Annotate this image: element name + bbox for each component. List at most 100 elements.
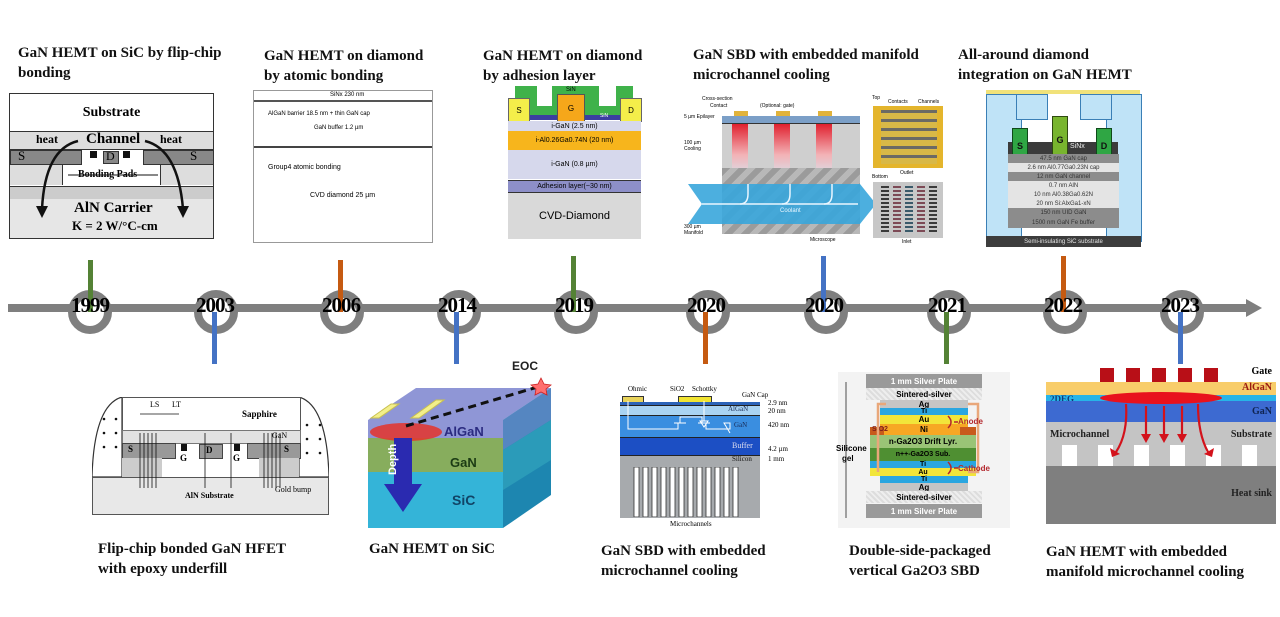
sin-line bbox=[254, 100, 432, 102]
inlet-label: Inlet bbox=[902, 239, 912, 245]
panel-title: microchannel cooling bbox=[693, 67, 830, 83]
year-label: 2023 bbox=[1161, 293, 1200, 317]
top-label: Top bbox=[872, 95, 881, 101]
contact-label: Contact bbox=[710, 103, 728, 109]
layer-label: GaN bbox=[734, 421, 748, 429]
gate-label: Gate bbox=[1251, 366, 1272, 377]
microchannel-slot bbox=[1062, 445, 1077, 466]
top-view bbox=[873, 106, 943, 168]
timeline-node-2020b bbox=[804, 290, 848, 334]
substrate-label: Substrate bbox=[82, 104, 141, 120]
epi-layer: 0.7 nm AlN bbox=[1008, 181, 1119, 190]
source-contact: S bbox=[508, 98, 530, 122]
gate-finger bbox=[1152, 368, 1166, 382]
source-pad-left bbox=[10, 150, 82, 165]
microchannel-slot bbox=[1170, 445, 1185, 466]
drain-label: D bbox=[106, 149, 115, 163]
top-channels bbox=[881, 110, 937, 164]
panel-title: bonding bbox=[18, 65, 71, 81]
panel-title: GaN HEMT with embedded bbox=[1046, 544, 1227, 560]
buffer-label: GaN buffer 1.2 µm bbox=[314, 125, 364, 131]
schottky-label: Schottky bbox=[692, 385, 717, 393]
layer-label: i-Al0.26Ga0.74N (20 nm) bbox=[535, 137, 614, 144]
layer-label: CVD-Diamond bbox=[539, 210, 610, 222]
gate-finger bbox=[1126, 368, 1140, 382]
layer-label: 0.7 nm AlN bbox=[1048, 182, 1079, 189]
stem-2006 bbox=[338, 260, 343, 312]
manifold-label: 300 µm Manifold bbox=[684, 224, 703, 236]
panel-title: GaN SBD with embedded bbox=[601, 543, 766, 559]
microchannel-slot bbox=[1098, 445, 1113, 466]
bump-right bbox=[160, 165, 213, 185]
timeline-node-2019 bbox=[554, 290, 598, 334]
year-label: 2014 bbox=[438, 293, 477, 317]
algan-label: AlGaN bbox=[1242, 382, 1272, 393]
layer-label: 10 nm Al0.38Ga0.62N bbox=[1033, 191, 1094, 198]
panel-title: by adhesion layer bbox=[483, 68, 596, 84]
top-silver-plate: 1 mm Silver Plate bbox=[866, 374, 982, 388]
hfet-diagram: Sapphire LS LT GaN S G D G S AlN Substra… bbox=[92, 397, 329, 515]
plate-label: 1 mm Silver Plate bbox=[890, 376, 958, 386]
contact-pad bbox=[734, 111, 748, 116]
gold-bump-label: Gold bump bbox=[275, 485, 312, 494]
panel-title: GaN HEMT on SiC by flip-chip bbox=[18, 45, 222, 61]
plate-label: 1 mm Silver Plate bbox=[890, 506, 958, 516]
ag-layer: Ag bbox=[880, 483, 968, 492]
thickness-label: 2.9 nm bbox=[768, 399, 788, 407]
substrate-layer: n++-Ga2O3 Sub. bbox=[870, 448, 976, 461]
hotspot bbox=[1100, 392, 1222, 404]
sin-label: SiNx 230 nm bbox=[330, 92, 365, 98]
drift-layer: n-Ga2O3 Drift Lyr. bbox=[870, 435, 976, 448]
contacts-label: Contacts bbox=[888, 99, 908, 105]
layer-label: i-GaN (0.8 µm) bbox=[551, 161, 598, 168]
ti-layer: Ti bbox=[880, 476, 968, 483]
embedded-manifold-diagram: Gate AlGaN 2DEG GaN Microchannel Substra… bbox=[1046, 364, 1276, 524]
stem-2021 bbox=[944, 312, 949, 364]
sin-top-label: SiN bbox=[566, 87, 576, 93]
ag-layer: Ag bbox=[880, 400, 968, 409]
igan-cap-layer: i-GaN (2.5 nm) bbox=[508, 121, 641, 131]
layer-label: Au bbox=[918, 468, 928, 476]
drain-pad bbox=[103, 151, 119, 164]
substrate-layer: Substrate bbox=[10, 94, 213, 132]
epi-layer: 150 nm UID GaN bbox=[1008, 208, 1119, 218]
layer-label: 2.6 nm Al0.77Ga0.23N cap bbox=[1027, 164, 1100, 171]
source-label-right: S bbox=[190, 148, 198, 163]
gan-layer bbox=[620, 415, 760, 438]
coolant-arrow bbox=[688, 184, 876, 224]
timeline-arrowhead bbox=[1246, 299, 1262, 317]
au-layer: Au bbox=[870, 468, 976, 476]
sio2-right bbox=[960, 427, 976, 435]
gate-label: G bbox=[233, 453, 241, 463]
ti-layer: Ti bbox=[880, 408, 968, 415]
cooling-channel bbox=[816, 124, 832, 180]
carrier-label: AlN Carrier bbox=[74, 200, 153, 216]
gan-label: GaN bbox=[272, 431, 288, 440]
gate-label: G bbox=[180, 453, 188, 463]
year-label: 2020 bbox=[805, 293, 844, 317]
bottom-channel bbox=[917, 186, 925, 234]
panel-title: manifold microchannel cooling bbox=[1046, 564, 1245, 580]
layer-label: Ni bbox=[920, 425, 928, 434]
stem-2020a bbox=[703, 312, 708, 364]
microchannel-label: Microchannel bbox=[1050, 429, 1110, 440]
thickness-label: 20 nm bbox=[768, 407, 786, 415]
timeline-node-2021 bbox=[927, 290, 971, 334]
algan-layer bbox=[620, 405, 760, 416]
timeline-node-2020a bbox=[686, 290, 730, 334]
heat-sink-layer bbox=[1046, 466, 1276, 524]
heat-arrows bbox=[139, 413, 281, 488]
gan-label: GaN bbox=[1252, 406, 1272, 417]
bottom-view bbox=[873, 182, 943, 238]
bottom-silver-plate: 1 mm Silver Plate bbox=[866, 504, 982, 518]
year-label: 2021 bbox=[928, 293, 967, 317]
stem-1999 bbox=[88, 260, 93, 312]
year-label: 2022 bbox=[1044, 293, 1083, 317]
layer-label: n-Ga2O3 Drift Lyr. bbox=[888, 437, 958, 446]
manifold-diagram: Coolant Cross-section Contact (Optional:… bbox=[680, 94, 950, 245]
gel-label: gel bbox=[842, 454, 854, 463]
algan-layer: i-Al0.26Ga0.74N (20 nm) bbox=[508, 131, 641, 150]
sintered-silver-top: Sintered-silver bbox=[866, 388, 982, 400]
diamond-label: CVD diamond 25 µm bbox=[310, 192, 376, 199]
au-layer: Au bbox=[880, 415, 968, 424]
